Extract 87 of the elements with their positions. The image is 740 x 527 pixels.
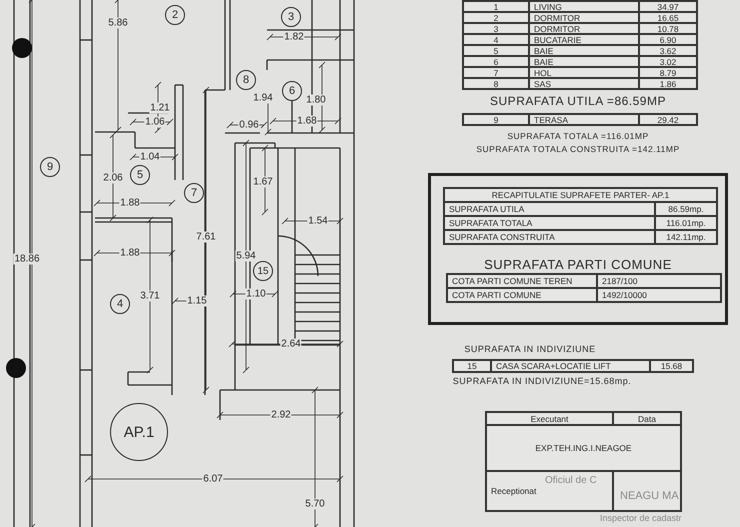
table-cell: 6 — [463, 56, 529, 67]
dimension-label: 3.71 — [139, 290, 161, 302]
dimension-label: 1.68 — [296, 116, 318, 126]
dimension-label: 0.96 — [238, 120, 260, 130]
table-cell: 10.78 — [639, 23, 697, 34]
table-cell: CASA SCARA+LOCATIE LIFT — [491, 360, 650, 372]
table-cell: DORMITOR — [529, 12, 639, 23]
table-cell: 3 — [463, 23, 529, 34]
dimension-label: 2.06 — [102, 172, 124, 184]
room-number: 4 — [110, 294, 130, 314]
table-cell: TERASA — [529, 114, 639, 125]
stamp-text: Inspector de cadastr — [600, 513, 682, 523]
dimension-label: 1.06 — [144, 116, 166, 128]
table-cell: 86.59mp. — [655, 202, 717, 216]
table-cell: 3.62 — [639, 45, 697, 56]
table-cell: BUCATARIE — [529, 34, 639, 45]
dimension-label: 1.80 — [305, 94, 327, 106]
room-number: AP.1 — [110, 403, 168, 461]
room-number: 6 — [282, 81, 302, 101]
dimension-label: 1.67 — [252, 176, 274, 188]
table-cell: SUPRAFATA UTILA — [444, 202, 655, 216]
room-number: 9 — [40, 157, 60, 177]
dimension-label: 1.21 — [149, 102, 171, 114]
table-cell: COTA PARTI COMUNE TEREN — [447, 274, 597, 288]
table-cell: LIVING — [529, 1, 639, 12]
dimension-label: 6.07 — [202, 474, 224, 484]
table-cell: SUPRAFATA TOTALA — [444, 216, 655, 230]
dimension-label: 1.10 — [245, 288, 267, 300]
dimension-label: 1.04 — [139, 152, 161, 162]
table-cell: 15.68 — [650, 360, 693, 372]
table-cell: SUPRAFATA CONSTRUITA — [444, 230, 655, 244]
table-cell: EXP.TEH.ING.I.NEAGOE — [486, 425, 681, 471]
table-cell: 142.11mp. — [655, 230, 717, 244]
stamp-text: Oficiul de C — [545, 475, 597, 486]
summary-text: SUPRAFATA TOTALA =116.01MP — [507, 131, 649, 141]
dimension-label: 1.94 — [252, 92, 274, 104]
table-cell: 8 — [463, 78, 529, 89]
table-heading: RECAPITULATIE SUPRAFETE PARTER- AP.1 — [444, 188, 717, 202]
table-cell: 15 — [453, 360, 491, 372]
dimension-label: 5.94 — [235, 250, 257, 262]
summary-text: SUPRAFATA UTILA =86.59MP — [490, 94, 666, 108]
table-cell: BAIE — [529, 45, 639, 56]
table-cell: 5 — [463, 45, 529, 56]
table-cell: 1 — [463, 1, 529, 12]
room-number: 2 — [165, 5, 185, 25]
dimension-label: 7.61 — [195, 232, 217, 242]
section-heading: SUPRAFATA PARTI COMUNE — [484, 257, 672, 272]
dimension-label: 1.88 — [119, 248, 141, 258]
table-cell: 8.79 — [639, 67, 697, 78]
table-cell: 3.02 — [639, 56, 697, 67]
table-cell: 1492/10000 — [597, 288, 721, 302]
section-heading: SUPRAFATA IN INDIVIZIUNE — [464, 344, 596, 354]
summary-text: SUPRAFATA TOTALA CONSTRUITA =142.11MP — [476, 144, 680, 154]
dimension-label: 5.70 — [304, 498, 326, 510]
table-cell: SAS — [529, 78, 639, 89]
room-number: 3 — [281, 7, 301, 27]
table-cell: 4 — [463, 34, 529, 45]
table-cell: BAIE — [529, 56, 639, 67]
stamp-text: NEAGU MA — [620, 490, 679, 502]
room-number: 15 — [253, 261, 273, 281]
table-cell: 9 — [463, 114, 529, 125]
table-cell: 16.65 — [639, 12, 697, 23]
table-cell: 2187/100 — [597, 274, 721, 288]
table-cell: 34.97 — [639, 1, 697, 12]
table-cell: 1.86 — [639, 78, 697, 89]
table-cell: Executant — [486, 412, 613, 425]
table-cell: 2 — [463, 12, 529, 23]
table-cell: 7 — [463, 67, 529, 78]
table-cell: 29.42 — [639, 114, 697, 125]
dimension-label: 1.82 — [283, 32, 305, 42]
dimension-label: 5.86 — [107, 18, 129, 28]
room-number: 5 — [130, 165, 150, 185]
table-cell: 116.01mp. — [655, 216, 717, 230]
dimension-label: 18.86 — [13, 254, 41, 264]
table-cell: 6.90 — [639, 34, 697, 45]
room-number: 8 — [236, 70, 256, 90]
table-cell: DORMITOR — [529, 23, 639, 34]
dimension-label: 2.92 — [270, 410, 292, 420]
dimension-label: 1.15 — [186, 296, 208, 306]
summary-text: SUPRAFATA IN INDIVIZIUNE=15.68mp. — [452, 376, 632, 386]
dimension-label: 2.64 — [280, 338, 302, 350]
room-number: 7 — [184, 183, 204, 203]
table-cell: HOL — [529, 67, 639, 78]
dimension-label: 1.54 — [307, 216, 329, 226]
dimension-label: 1.88 — [119, 198, 141, 208]
table-cell: COTA PARTI COMUNE — [447, 288, 597, 302]
table-cell: Data — [613, 412, 681, 425]
